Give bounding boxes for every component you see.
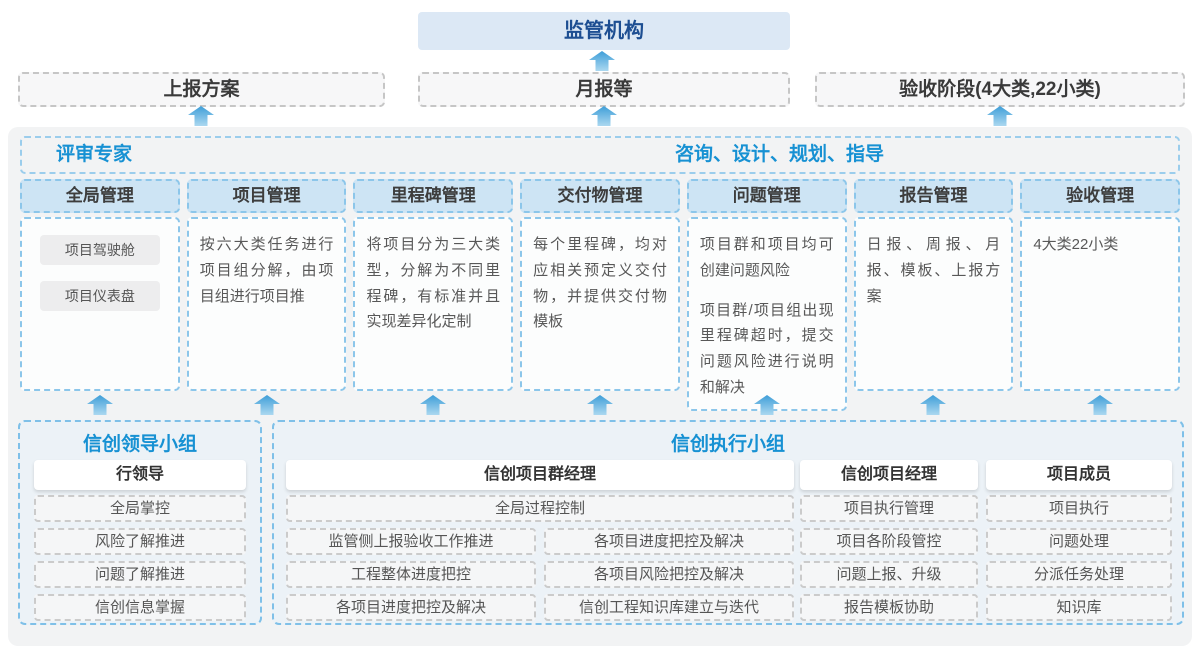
project-manager-duty-list: 项目执行管理 项目各阶段管控 问题上报、升级 报告模板协助	[800, 495, 978, 621]
column-description: 项目群和项目均可创建问题风险	[699, 236, 834, 279]
column-title: 问题管理	[686, 179, 847, 213]
module-column-global: 全局管理 项目驾驶舱 项目仪表盘	[20, 179, 180, 391]
up-arrow-icon	[687, 395, 847, 415]
duty-item: 监管侧上报验收工作推进	[286, 528, 536, 555]
column-title: 里程碑管理	[353, 179, 514, 213]
duty-item: 各项目进度把控及解决	[286, 594, 536, 621]
module-column-issue: 问题管理 项目群和项目均可创建问题风险 项目群/项目组出现里程碑超时，提交问题风…	[686, 179, 847, 411]
up-arrow-icon	[20, 395, 180, 415]
up-arrow-icon	[987, 106, 1013, 126]
column-title: 项目管理	[186, 179, 347, 213]
up-arrow-icon	[188, 106, 214, 126]
duty-item: 信创工程知识库建立与迭代	[544, 594, 794, 621]
up-arrow-icon	[854, 395, 1014, 415]
expert-label: 评审专家	[56, 144, 133, 165]
program-manager-section: 信创项目群经理 全局过程控制 监管侧上报验收工作推进 工程整体进度把控 各项目进…	[286, 422, 794, 623]
up-arrow-icon	[591, 106, 617, 126]
exec-group-title: 信创执行小组	[670, 434, 785, 455]
up-arrow-icon	[1020, 395, 1180, 415]
regulator-box: 监管机构	[418, 12, 790, 50]
duty-item: 各项目风险把控及解决	[544, 561, 794, 588]
duty-item: 信创信息掌握	[34, 594, 246, 621]
project-member-section: 项目成员 项目执行 问题处理 分派任务处理 知识库	[986, 422, 1172, 623]
column-body: 日报、周报、月报、模板、上报方案	[853, 217, 1014, 391]
duty-item: 全局掌控	[34, 495, 246, 522]
column-description: 4大类22小类	[1033, 236, 1119, 253]
duty-item: 问题处理	[986, 528, 1172, 555]
duty-item: 工程整体进度把控	[286, 561, 536, 588]
up-arrow-icon	[589, 51, 615, 71]
duty-item: 项目执行	[986, 495, 1172, 522]
column-description: 日报、周报、月报、模板、上报方案	[866, 236, 1001, 305]
up-arrow-icon	[353, 395, 513, 415]
column-body: 4大类22小类	[1020, 217, 1181, 391]
role-bar-program-manager: 信创项目群经理	[286, 460, 794, 490]
duty-item: 问题上报、升级	[800, 561, 978, 588]
role-bar-project-manager: 信创项目经理	[800, 460, 978, 490]
column-body: 项目驾驶舱 项目仪表盘	[20, 217, 180, 391]
duty-item: 全局过程控制	[286, 495, 794, 522]
duty-item: 各项目进度把控及解决	[544, 528, 794, 555]
up-arrow-icon	[520, 395, 680, 415]
column-title: 全局管理	[20, 179, 180, 213]
module-column-report: 报告管理 日报、周报、月报、模板、上报方案	[853, 179, 1014, 391]
column-description: 每个里程碑，均对应相关预定义交付物，并提供交付物模板	[533, 236, 667, 331]
column-title: 验收管理	[1020, 179, 1181, 213]
team-to-module-arrows	[20, 395, 1180, 415]
duty-item: 项目执行管理	[800, 495, 978, 522]
leader-group-title: 信创领导小组	[82, 434, 197, 455]
column-description: 项目群/项目组出现里程碑超时，提交问题风险进行说明和解决	[699, 301, 834, 396]
up-arrow-icon	[187, 395, 347, 415]
output-box-monthly-report: 月报等	[418, 72, 790, 107]
leader-group-panel: 信创领导小组 行领导 全局掌控 风险了解推进 问题了解推进 信创信息掌握	[18, 420, 262, 625]
column-body: 项目群和项目均可创建问题风险 项目群/项目组出现里程碑超时，提交问题风险进行说明…	[686, 217, 847, 411]
duty-item: 问题了解推进	[34, 561, 246, 588]
feature-pill: 项目仪表盘	[39, 281, 160, 311]
duty-item: 项目各阶段管控	[800, 528, 978, 555]
role-bar-bank-leader: 行领导	[34, 460, 246, 490]
column-body: 每个里程碑，均对应相关预定义交付物，并提供交付物模板	[520, 217, 680, 391]
platform-panel: 评审专家 咨询、设计、规划、指导 全局管理 项目驾驶舱 项目仪表盘 项目管理 按…	[8, 127, 1192, 646]
project-member-duty-list: 项目执行 问题处理 分派任务处理 知识库	[986, 495, 1172, 621]
module-column-milestone: 里程碑管理 将项目分为三大类型，分解为不同里程碑，有标准并且实现差异化定制	[353, 179, 514, 391]
exec-group-panel: 信创执行小组 信创项目群经理 全局过程控制 监管侧上报验收工作推进 工程整体进度…	[272, 420, 1184, 625]
column-title: 交付物管理	[520, 179, 680, 213]
column-description: 将项目分为三大类型，分解为不同里程碑，有标准并且实现差异化定制	[366, 236, 501, 331]
output-box-acceptance-stage: 验收阶段(4大类,22小类)	[815, 72, 1185, 107]
feature-pill: 项目驾驶舱	[39, 235, 160, 265]
module-column-project: 项目管理 按六大类任务进行项目组分解，由项目组进行项目推	[186, 179, 347, 391]
column-body: 按六大类任务进行项目组分解，由项目组进行项目推	[186, 217, 347, 391]
role-bar-project-member: 项目成员	[986, 460, 1172, 490]
module-column-deliverable: 交付物管理 每个里程碑，均对应相关预定义交付物，并提供交付物模板	[520, 179, 680, 391]
module-column-acceptance: 验收管理 4大类22小类	[1020, 179, 1181, 391]
consulting-label: 咨询、设计、规划、指导	[675, 144, 885, 165]
module-columns: 全局管理 项目驾驶舱 项目仪表盘 项目管理 按六大类任务进行项目组分解，由项目组…	[20, 179, 1181, 411]
program-manager-duty-list-right: 各项目进度把控及解决 各项目风险把控及解决 信创工程知识库建立与迭代	[544, 528, 794, 621]
duty-item: 风险了解推进	[34, 528, 246, 555]
output-box-report-plan: 上报方案	[18, 72, 385, 107]
platform-header-strip: 评审专家 咨询、设计、规划、指导	[20, 136, 1180, 174]
project-manager-section: 信创项目经理 项目执行管理 项目各阶段管控 问题上报、升级 报告模板协助	[800, 422, 978, 623]
duty-item: 知识库	[986, 594, 1172, 621]
duty-item: 报告模板协助	[800, 594, 978, 621]
column-body: 将项目分为三大类型，分解为不同里程碑，有标准并且实现差异化定制	[353, 217, 514, 391]
column-description: 按六大类任务进行项目组分解，由项目组进行项目推	[199, 236, 334, 305]
column-title: 报告管理	[853, 179, 1014, 213]
leader-duty-list: 全局掌控 风险了解推进 问题了解推进 信创信息掌握	[34, 495, 246, 621]
program-manager-duty-list-left: 监管侧上报验收工作推进 工程整体进度把控 各项目进度把控及解决	[286, 528, 536, 621]
duty-item: 分派任务处理	[986, 561, 1172, 588]
